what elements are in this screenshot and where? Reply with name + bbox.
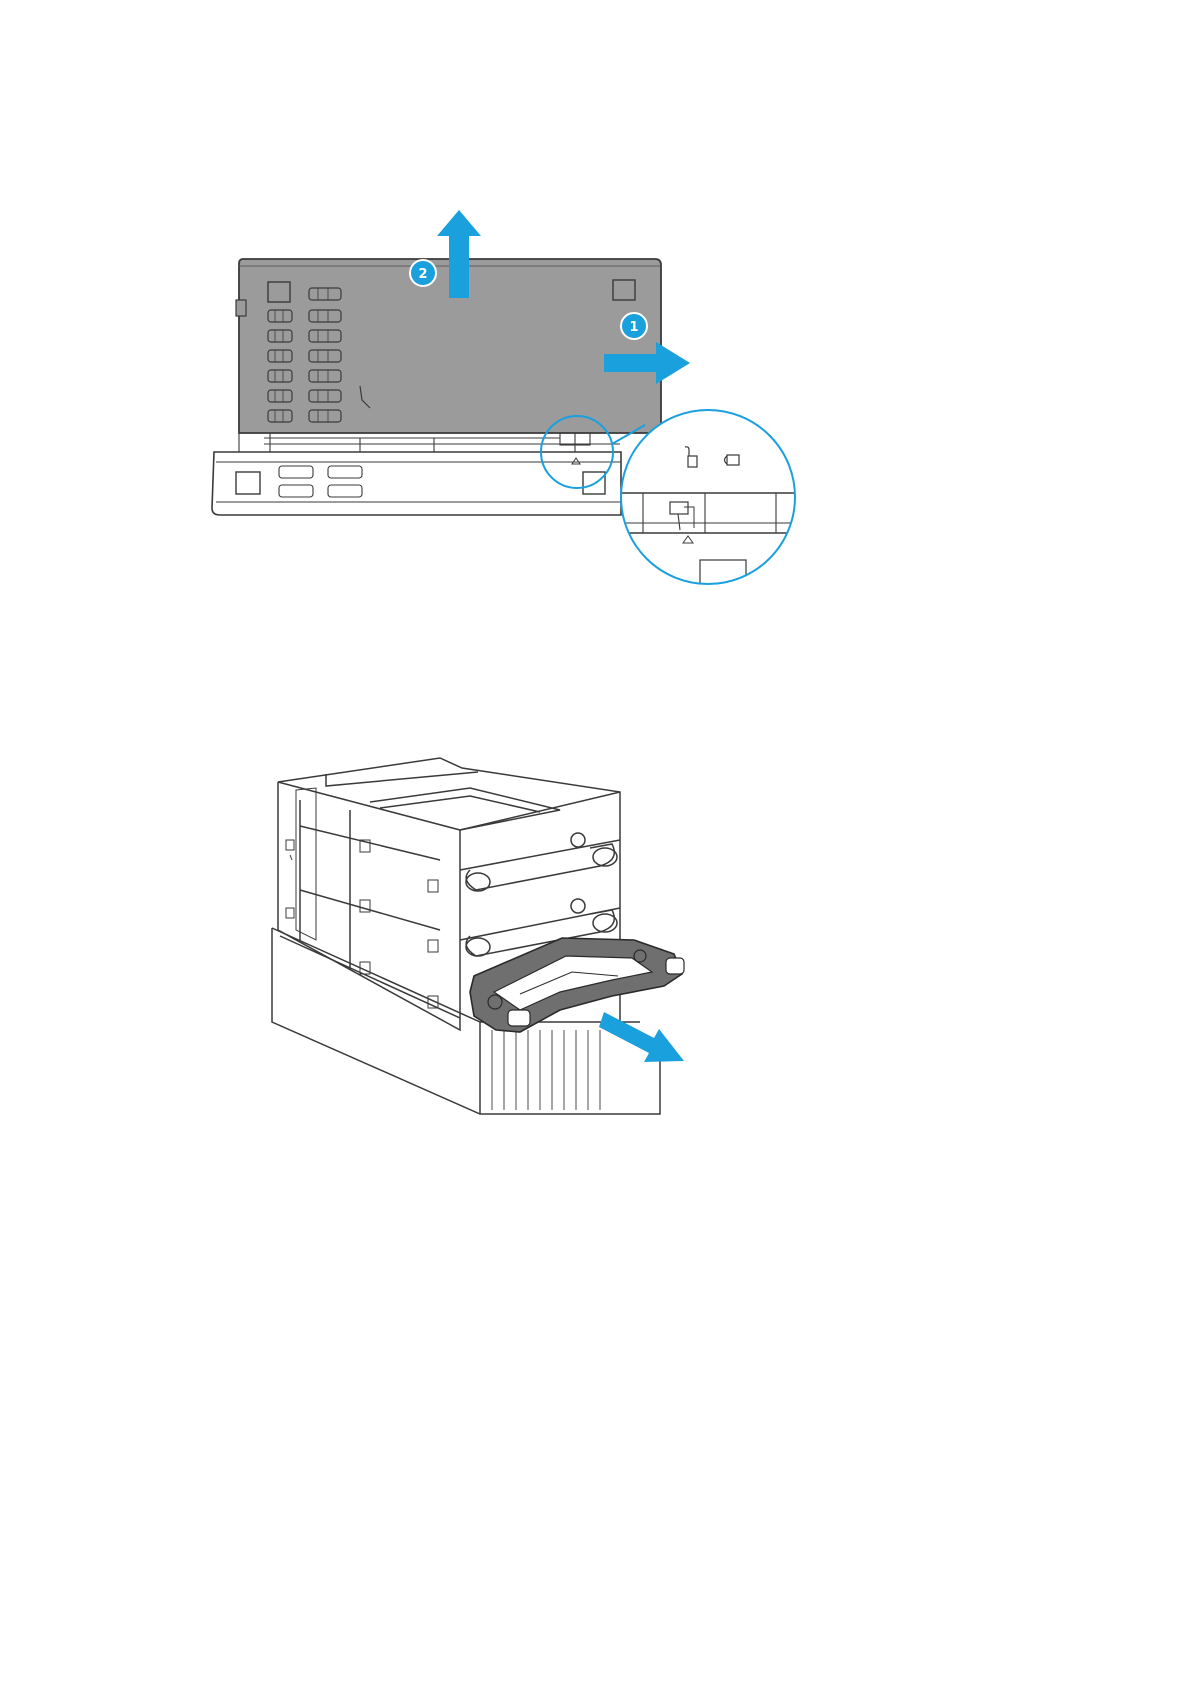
step-number-2: 2 (418, 267, 427, 282)
pull-out-arrow (599, 1012, 684, 1062)
cover-removal-figure: 1 2 (0, 180, 1191, 600)
step-number-1: 1 (629, 320, 638, 335)
tray-removal-illustration (0, 740, 1191, 1120)
chassis-rails (239, 433, 661, 452)
step-badge-2: 2 (410, 260, 436, 286)
step-badge-1: 1 (621, 313, 647, 339)
top-cover (236, 259, 661, 433)
cover-removal-illustration: 1 2 (0, 180, 1191, 600)
magnified-detail (620, 410, 800, 590)
tray-removal-figure (0, 740, 1191, 1120)
drive-tray (470, 938, 684, 1032)
